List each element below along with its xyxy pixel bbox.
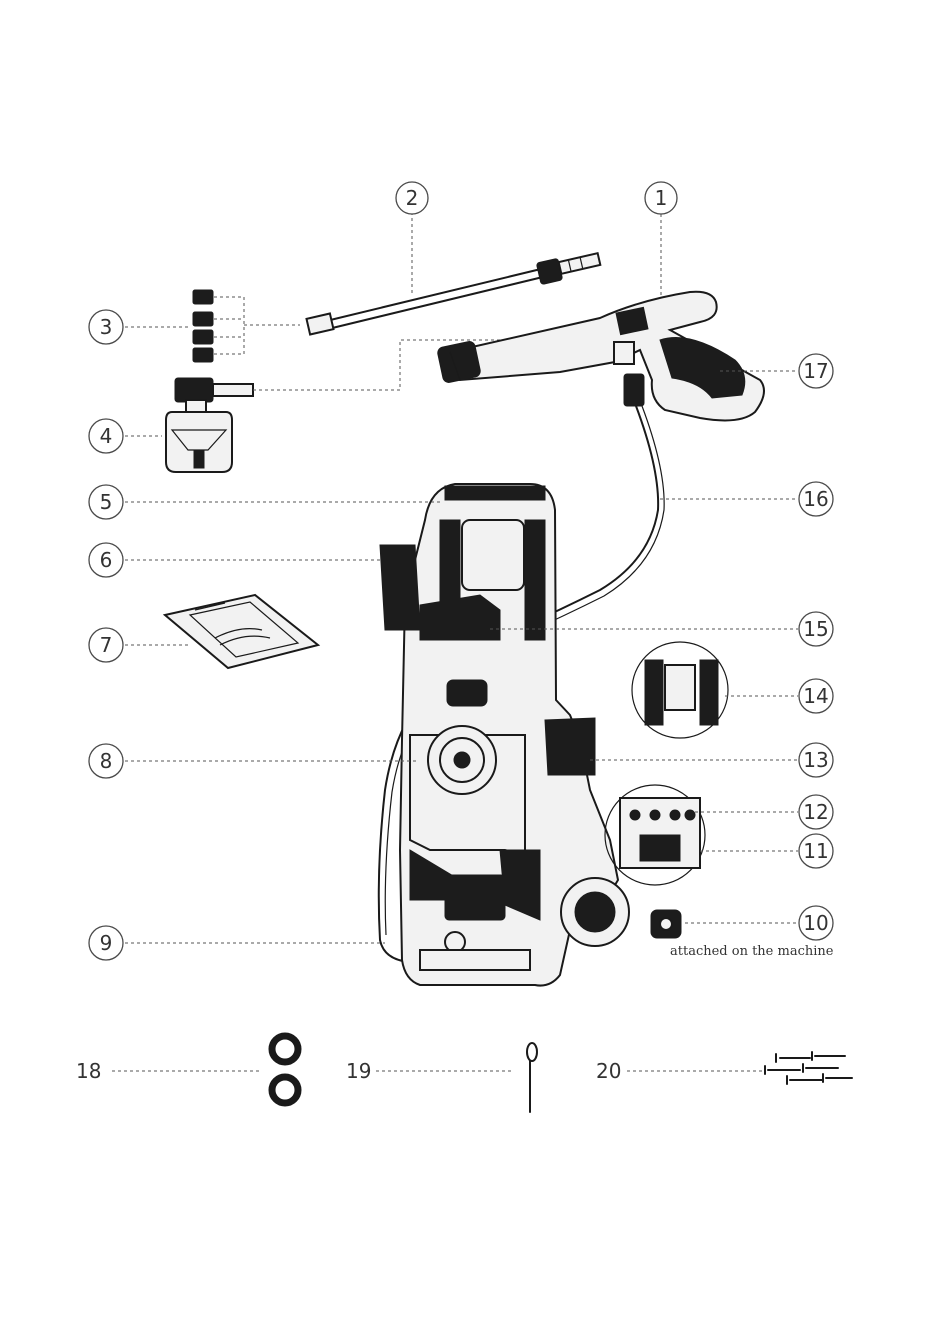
nozzle-set	[193, 290, 300, 362]
callout-2: 2	[396, 182, 428, 214]
callout-13: 13	[799, 743, 833, 777]
svg-text:11: 11	[803, 839, 828, 863]
callout-9: 9	[89, 926, 123, 960]
callout-10: 10	[799, 906, 833, 940]
svg-text:13: 13	[803, 748, 828, 772]
svg-text:4: 4	[100, 424, 113, 448]
callout-14: 14	[799, 679, 833, 713]
svg-text:5: 5	[100, 490, 113, 514]
svg-text:15: 15	[803, 617, 828, 641]
inset-detail-14	[632, 642, 728, 738]
svg-text:14: 14	[803, 684, 828, 708]
callout-6: 6	[89, 543, 123, 577]
callout-5: 5	[89, 485, 123, 519]
callout-3: 3	[89, 310, 123, 344]
svg-text:16: 16	[803, 487, 828, 511]
svg-text:1: 1	[655, 186, 668, 210]
callout-7: 7	[89, 628, 123, 662]
spray-gun	[437, 292, 764, 421]
svg-text:9: 9	[100, 931, 113, 955]
callout-15: 15	[799, 612, 833, 646]
callout-12: 12	[799, 795, 833, 829]
callout-16: 16	[799, 482, 833, 516]
callout-17: 17	[799, 354, 833, 388]
svg-text:6: 6	[100, 548, 113, 572]
svg-text:17: 17	[803, 359, 828, 383]
label-18: 18	[76, 1059, 101, 1083]
quick-connector	[651, 910, 681, 938]
svg-text:3: 3	[100, 315, 113, 339]
pressure-washer-body	[380, 484, 629, 986]
callout-8: 8	[89, 744, 123, 778]
svg-text:10: 10	[803, 911, 828, 935]
svg-text:2: 2	[406, 186, 419, 210]
svg-text:8: 8	[100, 749, 113, 773]
attached-note: attached on the machine	[670, 944, 834, 959]
inset-detail-11-12	[605, 785, 705, 885]
svg-text:7: 7	[100, 633, 113, 657]
cleaning-needle	[527, 1043, 537, 1112]
spray-lance	[307, 249, 602, 334]
callout-4: 4	[89, 419, 123, 453]
callout-1: 1	[645, 182, 677, 214]
callout-11: 11	[799, 834, 833, 868]
screws	[765, 1052, 852, 1084]
label-19: 19	[346, 1059, 371, 1083]
o-rings	[272, 1036, 298, 1103]
label-20: 20	[596, 1059, 621, 1083]
instruction-manual	[165, 595, 318, 668]
svg-text:12: 12	[803, 800, 828, 824]
